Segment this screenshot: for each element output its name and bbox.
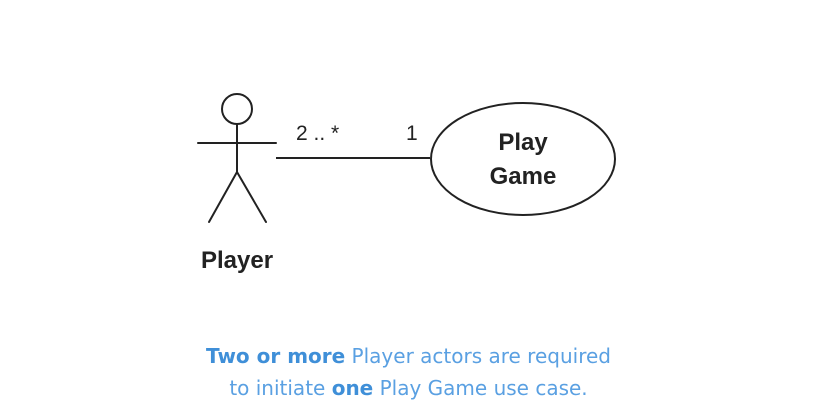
actor-left-leg <box>208 171 238 223</box>
caption-line-1: Two or more Player actors are required <box>0 340 817 372</box>
caption-text: to initiate <box>229 376 332 400</box>
caption-emphasis-two-or-more: Two or more <box>206 344 346 368</box>
caption-text: Play Game use case. <box>373 376 588 400</box>
caption-emphasis-one: one <box>331 376 374 400</box>
actor-multiplicity: 2 .. * <box>296 122 339 145</box>
use-case-ellipse <box>430 102 616 216</box>
caption-text: Player actors are required <box>345 344 611 368</box>
use-case-label-line1: Play <box>498 129 548 156</box>
actor-right-leg <box>236 171 267 223</box>
use-case-label-line2: Game <box>490 163 557 190</box>
actor-label: Player <box>201 247 273 274</box>
caption-line-2: to initiate one Play Game use case. <box>0 372 817 404</box>
use-case-multiplicity: 1 <box>406 122 418 145</box>
stick-figure-icon <box>197 93 277 223</box>
actor-head <box>221 93 253 125</box>
